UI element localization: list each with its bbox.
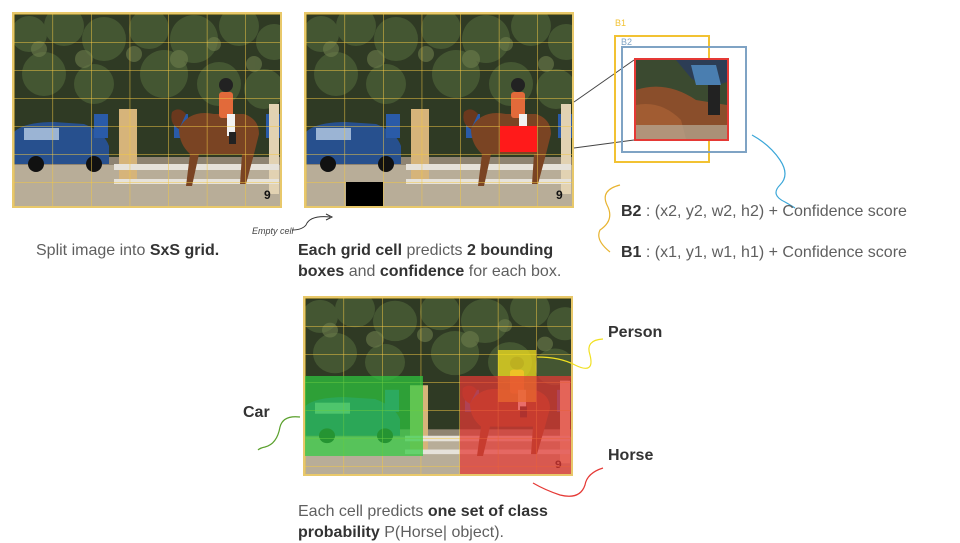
car-connector xyxy=(257,416,301,451)
person-label: Person xyxy=(608,324,663,341)
b1-tag: B1 xyxy=(615,18,627,28)
person-connector xyxy=(536,338,604,369)
horse-label: Horse xyxy=(608,447,654,464)
empty-cell xyxy=(346,182,383,206)
car-region xyxy=(305,376,423,456)
highlighted-cell xyxy=(500,126,537,152)
zoomed-crop xyxy=(634,58,729,141)
grid-photo-2 xyxy=(304,12,574,208)
empty-cell-arrow xyxy=(291,213,334,231)
b1-connector xyxy=(598,184,621,253)
panel2-caption: Each grid cell predicts 2 bounding boxes… xyxy=(298,242,562,280)
grid-photo-1 xyxy=(12,12,282,208)
class-prob-photo xyxy=(303,296,573,476)
b2-box xyxy=(621,46,747,153)
b2-connector xyxy=(751,134,796,209)
b1-formula: B1 : (x1, y1, w1, h1) + Confidence score xyxy=(621,244,907,261)
horse-region xyxy=(460,376,571,474)
b2-tag: B2 xyxy=(621,37,633,47)
panel3-caption: Each cell predicts one set of class prob… xyxy=(298,503,548,541)
b2-formula: B2 : (x2, y2, w2, h2) + Confidence score xyxy=(621,203,907,220)
car-label: Car xyxy=(243,404,270,421)
panel1-caption: Split image into SxS grid. xyxy=(36,242,220,259)
empty-cell-label: Empty cell xyxy=(252,226,294,236)
horse-connector xyxy=(532,467,604,497)
